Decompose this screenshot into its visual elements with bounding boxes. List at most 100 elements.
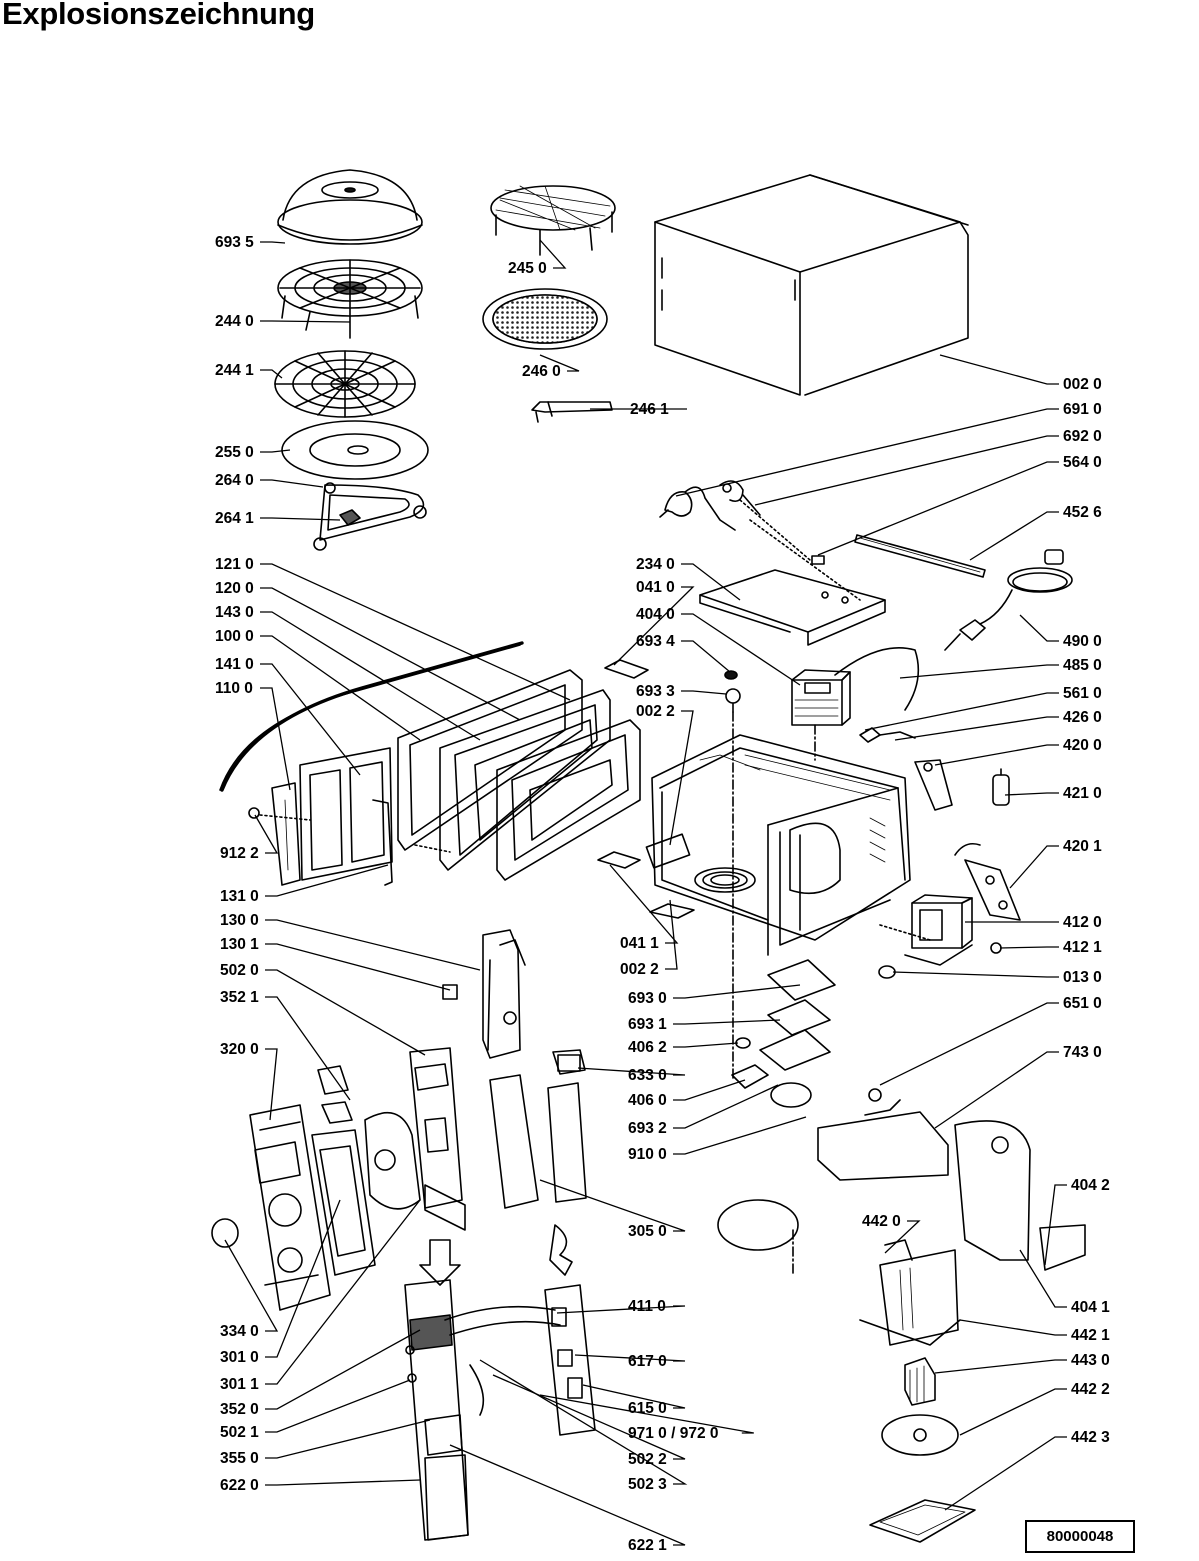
- part-filter-tray: [869, 1499, 976, 1543]
- leader-line-l3340: [224, 1239, 279, 1332]
- leader-line-l0022: [669, 710, 694, 846]
- callout-label-l4421: 442 1: [1071, 1327, 1110, 1344]
- leader-line-l0411: [609, 864, 679, 944]
- part-0022-bracket: [649, 903, 695, 919]
- leader-line-l2550: [260, 449, 291, 453]
- callout-label-l97109720: 971 0 / 972 0: [628, 1425, 719, 1442]
- callout-label-l5022: 502 2: [628, 1451, 667, 1468]
- leader-line-l4062: [673, 1042, 739, 1048]
- callout-label-l6150: 615 0: [628, 1400, 667, 1417]
- callout-label-l3010: 301 0: [220, 1349, 259, 1366]
- leader-line-l2440: [260, 320, 351, 323]
- leader-line-l4421: [959, 1319, 1067, 1336]
- callout-label-l4900: 490 0: [1063, 633, 1102, 650]
- leader-line-l4420: [884, 1220, 921, 1254]
- callout-label-l4110: 411 0: [628, 1298, 666, 1315]
- callout-label-l4041: 404 1: [1071, 1299, 1110, 1316]
- callout-label-l2450: 245 0: [508, 260, 547, 277]
- callout-label-l2460: 246 0: [522, 363, 561, 380]
- callout-label-l4121: 412 1: [1063, 939, 1102, 956]
- leader-line-l4201: [1009, 845, 1059, 889]
- leader-line-l6910: [675, 408, 1059, 497]
- part-thermal-fuse: [859, 727, 916, 743]
- leader-line-l5020: [265, 969, 426, 1056]
- callout-label-l4200: 420 0: [1063, 737, 1102, 754]
- leader-line-l1210: [260, 563, 571, 701]
- leader-line-l4042: [1044, 1184, 1067, 1266]
- leader-line-l97109720: [539, 1394, 754, 1434]
- leader-line-l4850: [899, 664, 1059, 679]
- leader-line-l5610: [864, 692, 1059, 731]
- callout-label-l0022: 002 2: [636, 703, 675, 720]
- leader-line-l2460: [539, 354, 580, 372]
- callout-leaders: [224, 239, 1067, 1546]
- part-grill-rack-high: [277, 259, 423, 339]
- callout-label-l4060: 406 0: [628, 1092, 667, 1109]
- callout-label-l1000: 100 0: [215, 628, 254, 645]
- leader-line-l4900: [1019, 614, 1059, 642]
- callout-label-l2550: 255 0: [215, 444, 254, 461]
- part-turntable-plate: [281, 420, 429, 480]
- callout-label-l4430: 443 0: [1071, 1352, 1110, 1369]
- callout-label-l4040: 404 0: [636, 606, 675, 623]
- callout-label-l6510: 651 0: [1063, 995, 1102, 1012]
- part-outer-casing: [654, 174, 969, 396]
- callout-label-l4850: 485 0: [1063, 657, 1102, 674]
- leader-line-l2441: [260, 369, 283, 379]
- callout-label-l5610: 561 0: [1063, 685, 1102, 702]
- part-lower-board: [404, 1279, 596, 1541]
- leader-line-l5023: [479, 1359, 688, 1485]
- callout-label-l1200: 120 0: [215, 580, 254, 597]
- callout-label-l1310: 131 0: [220, 888, 259, 905]
- callout-label-l3340: 334 0: [220, 1323, 259, 1340]
- callout-label-l9100: 910 0: [628, 1146, 667, 1163]
- part-013-0: [878, 965, 896, 979]
- callout-label-l4201: 420 1: [1063, 838, 1102, 855]
- callout-label-l6931: 693 1: [628, 1016, 667, 1033]
- parts-drawing: [211, 169, 1086, 1543]
- leader-line-l4200: [934, 744, 1059, 766]
- callout-label-l2461: 246 1: [630, 401, 669, 418]
- part-magnetron: [791, 669, 851, 726]
- callout-label-l5021: 502 1: [220, 1424, 259, 1441]
- callout-label-l4260: 426 0: [1063, 709, 1102, 726]
- part-diode-bracket: [954, 842, 1021, 921]
- callout-label-l0410: 041 0: [636, 579, 675, 596]
- part-top-bracket: [699, 569, 886, 646]
- callout-label-l5023: 502 3: [628, 1476, 667, 1493]
- arrow-down-icon: [419, 1239, 461, 1286]
- leader-line-l4060: [673, 1079, 746, 1101]
- callout-label-l4210: 421 0: [1063, 785, 1102, 802]
- leader-line-l1430: [260, 611, 481, 741]
- leader-line-l1301: [265, 943, 451, 991]
- part-screw-912: [248, 807, 260, 819]
- callout-label-l6934: 693 4: [636, 633, 675, 650]
- callout-label-l1430: 143 0: [215, 604, 254, 621]
- callout-label-l6330: 633 0: [628, 1067, 667, 1084]
- leader-line-l5022: [492, 1374, 686, 1460]
- leader-line-l4422: [959, 1388, 1067, 1436]
- callout-label-l3011: 301 1: [220, 1376, 259, 1393]
- callout-label-l6932: 693 2: [628, 1120, 667, 1137]
- leader-line-l4526: [969, 511, 1059, 561]
- leader-line-l1200: [260, 587, 521, 721]
- callout-label-l2641: 264 1: [215, 510, 254, 527]
- part-crisp-plate: [482, 288, 608, 350]
- leader-line-l0020: [939, 354, 1059, 385]
- part-cavity-frame: [651, 734, 911, 956]
- leader-line-l6170: [574, 1354, 686, 1362]
- leader-line-l7430: [934, 1051, 1059, 1129]
- leader-line-l9100: [673, 1116, 807, 1155]
- leader-line-l4121: [999, 946, 1059, 949]
- leader-line-l4423: [944, 1436, 1067, 1511]
- callout-label-l7430: 743 0: [1063, 1044, 1102, 1061]
- leader-line-l3050: [539, 1179, 686, 1232]
- callout-label-l4042: 404 2: [1071, 1177, 1110, 1194]
- callout-label-l2441: 244 1: [215, 362, 254, 379]
- leader-line-l1410: [260, 663, 361, 776]
- leader-line-l2450: [539, 239, 567, 269]
- leader-line-l3550: [265, 1419, 431, 1459]
- leader-line-l3200: [265, 1048, 278, 1121]
- leader-line-l6933: [681, 690, 727, 695]
